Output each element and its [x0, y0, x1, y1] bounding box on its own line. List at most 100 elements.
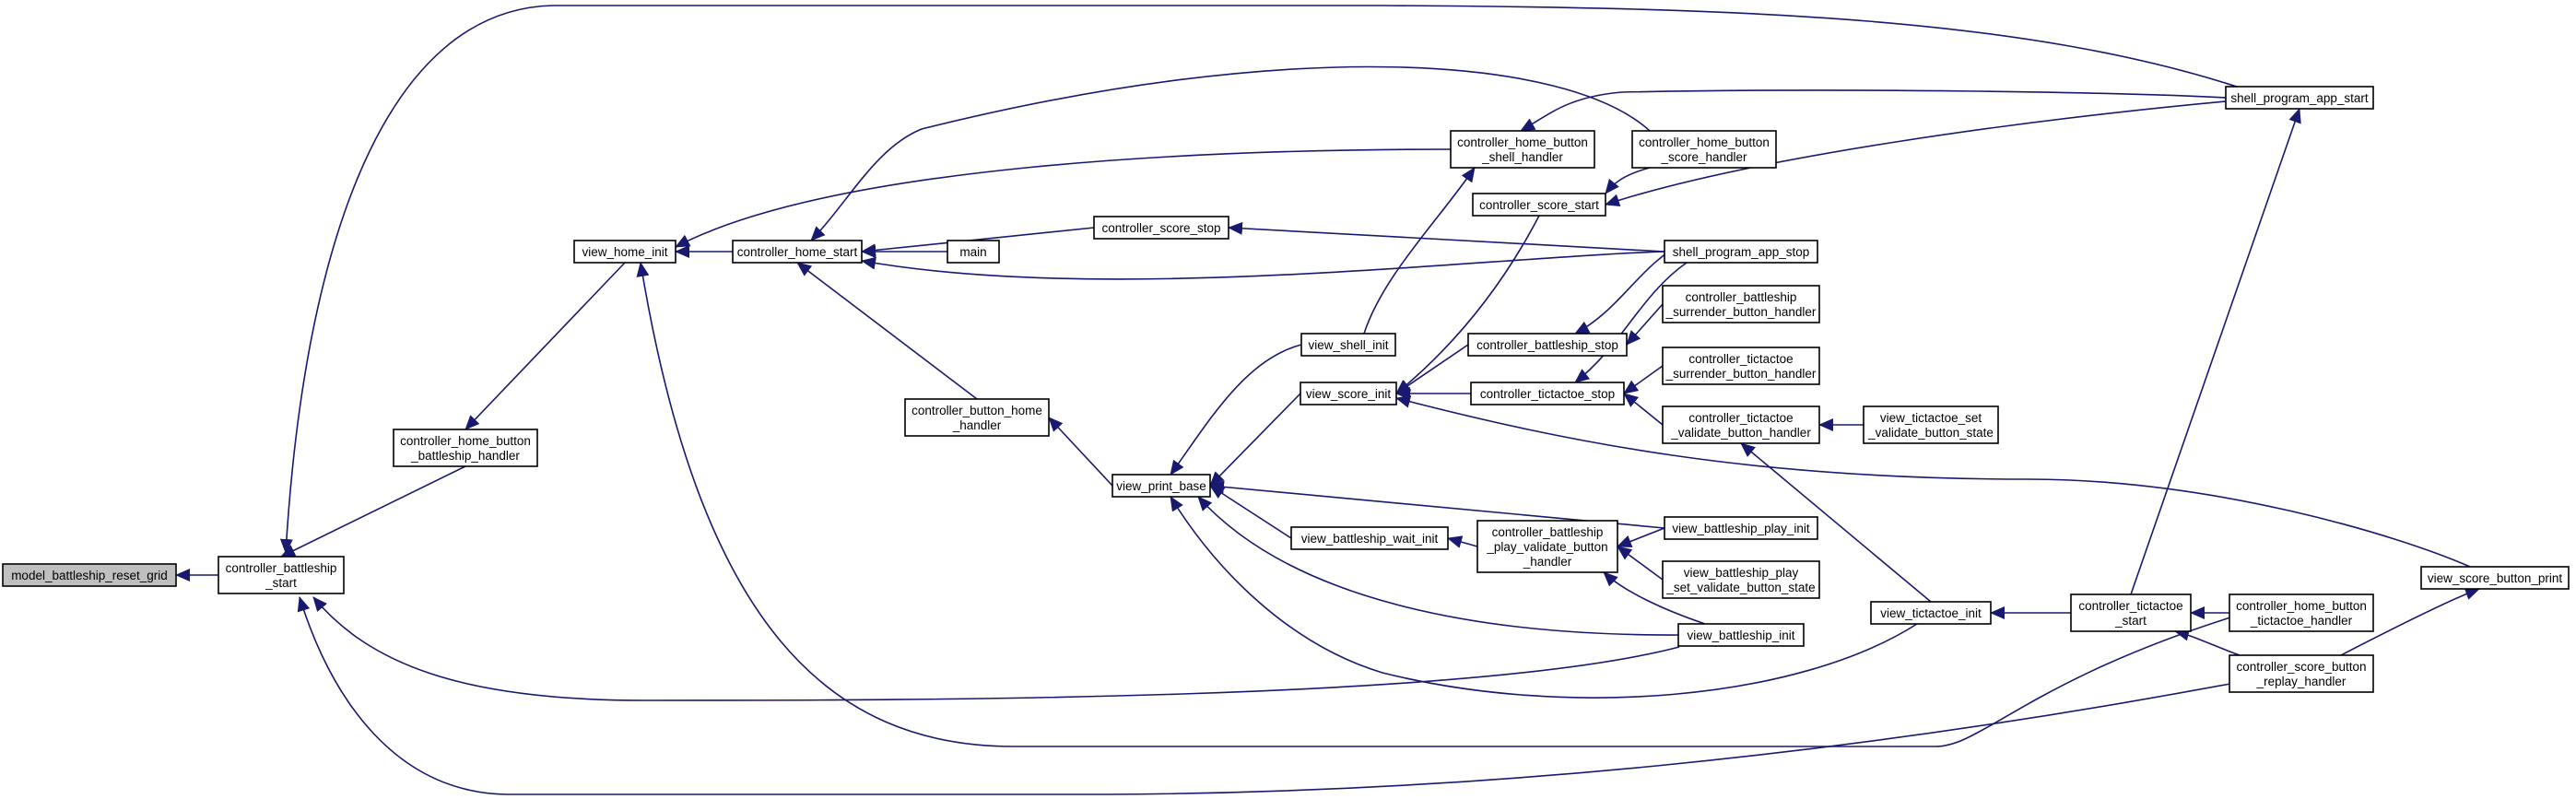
nodes-layer: model_battleship_reset_grid controller_ba…: [2, 86, 2570, 693]
node-label: view_battleship_play_init: [1672, 522, 1810, 535]
node-controller_home_button_tictactoe_handler[interactable]: controller_home_button_tictactoe_handler: [2229, 593, 2374, 632]
node-view_print_base[interactable]: view_print_base: [1112, 474, 1211, 498]
edge-shell_program_app_stop-to-controller_score_stop: [1228, 221, 1665, 253]
node-box: [1662, 405, 1820, 444]
node-box: [1290, 526, 1449, 550]
node-controller_button_home_handler[interactable]: controller_button_home_handler: [904, 398, 1050, 437]
node-label: _replay_handler: [2256, 675, 2347, 688]
node-label: view_battleship_play: [1684, 566, 1799, 580]
node-label: controller_home_button: [1457, 135, 1588, 149]
node-view_home_init[interactable]: view_home_init: [573, 240, 676, 264]
edge-view_home_init-to-controller_home_button_battleship_handler: [465, 262, 626, 430]
edge-controller_score_button_replay_handler-to-controller_tictactoe_start: [2174, 628, 2241, 656]
edge-controller_tictactoe_surrender_button_handler-to-controller_tictactoe_stop: [1623, 365, 1664, 394]
node-label: view_tictactoe_init: [1880, 606, 1982, 620]
node-label: controller_home_button: [2236, 599, 2367, 613]
node-label: _validate_button_handler: [1670, 426, 1811, 440]
edge-controller_home_button_score_handler-to-controller_score_start: [1605, 167, 1651, 194]
edge-view_tictactoe_init-to-controller_tictactoe_validate_button_handler: [1740, 442, 1932, 603]
edge-controller_home_button_tictactoe_handler-to-view_home_init: [636, 262, 2231, 747]
node-shell_program_app_start[interactable]: shell_program_app_start: [2225, 86, 2374, 110]
edge-controller_score_button_replay_handler-to-controller_battleship_start: [297, 596, 2231, 795]
edge-controller_home_button_score_handler-to-controller_home_start: [810, 65, 1651, 241]
node-view_battleship_play_init[interactable]: view_battleship_play_init: [1664, 516, 1818, 540]
node-label: _start: [265, 576, 297, 590]
node-controller_home_start[interactable]: controller_home_start: [732, 240, 863, 264]
node-view_score_init[interactable]: view_score_init: [1300, 382, 1397, 405]
node-view_battleship_init[interactable]: view_battleship_init: [1677, 623, 1805, 647]
edge-controller_home_button_battleship_handler-to-controller_battleship_start: [280, 465, 466, 558]
node-label: controller_tictactoe: [1688, 352, 1793, 366]
node-view_battleship_play_set_validate_button_state[interactable]: view_battleship_play_set_validate_button…: [1662, 560, 1820, 599]
node-label: _start: [2114, 614, 2147, 628]
node-label: view_score_button_print: [2428, 571, 2563, 585]
node-view_battleship_wait_init[interactable]: view_battleship_wait_init: [1290, 526, 1449, 550]
node-view_tictactoe_init[interactable]: view_tictactoe_init: [1870, 601, 1992, 625]
edge-shell_program_app_start-to-controller_home_button_shell_handler: [1520, 89, 2227, 132]
node-label: model_battleship_reset_grid: [11, 569, 168, 582]
edge-view_shell_init-to-controller_home_button_shell_handler: [1363, 167, 1476, 335]
node-controller_score_button_replay_handler[interactable]: controller_score_button_replay_handler: [2229, 654, 2374, 693]
node-box: [1662, 347, 1820, 385]
node-label: shell_program_app_stop: [1673, 245, 1810, 259]
node-controller_tictactoe_validate_button_handler[interactable]: controller_tictactoe_validate_button_han…: [1662, 405, 1820, 444]
edge-controller_battleship_stop-to-view_score_init: [1395, 344, 1469, 394]
node-main[interactable]: main: [947, 240, 1000, 264]
edge-controller_score_start-to-view_score_init: [1395, 215, 1540, 394]
node-box: [1450, 130, 1595, 169]
node-box: [218, 556, 345, 594]
node-label: _handler: [952, 418, 1002, 432]
edge-view_battleship_play_init-to-controller_battleship_play_validate_button_handler: [1617, 527, 1665, 548]
node-label: _score_handler: [1660, 150, 1747, 164]
edge-view_score_init-to-view_print_base: [1209, 393, 1301, 487]
node-box: [1631, 130, 1777, 169]
node-controller_tictactoe_surrender_button_handler[interactable]: controller_tictactoe_surrender_button_ha…: [1662, 347, 1820, 385]
node-shell_program_app_stop[interactable]: shell_program_app_stop: [1664, 240, 1818, 264]
node-view_shell_init[interactable]: view_shell_init: [1300, 333, 1396, 357]
node-label: controller_home_button: [1639, 135, 1770, 149]
node-label: controller_tictactoe_stop: [1480, 387, 1615, 401]
edge-controller_score_button_replay_handler-to-view_score_button_print: [2340, 587, 2480, 656]
node-label: view_shell_init: [1308, 338, 1388, 352]
node-label: controller_score_stop: [1101, 221, 1220, 235]
node-controller_home_button_score_handler[interactable]: controller_home_button_score_handler: [1631, 130, 1777, 169]
node-box: [1664, 516, 1818, 540]
node-controller_tictactoe_stop[interactable]: controller_tictactoe_stop: [1470, 382, 1625, 405]
node-controller_battleship_start[interactable]: controller_battleship_start: [218, 556, 345, 594]
node-box: [1870, 601, 1992, 625]
node-label: controller_button_home: [912, 404, 1042, 417]
node-controller_battleship_surrender_button_handler[interactable]: controller_battleship_surrender_button_h…: [1662, 285, 1820, 323]
node-model_battleship_reset_grid[interactable]: model_battleship_reset_grid: [2, 563, 177, 587]
node-label: controller_score_start: [1479, 198, 1599, 212]
node-controller_tictactoe_start[interactable]: controller_tictactoe_start: [2070, 593, 2192, 632]
edge-view_battleship_init-to-view_print_base: [1197, 496, 1679, 636]
node-controller_score_stop[interactable]: controller_score_stop: [1093, 216, 1229, 240]
node-label: main: [959, 245, 986, 259]
node-view_score_button_print[interactable]: view_score_button_print: [2420, 566, 2570, 590]
edge-view_battleship_wait_init-to-view_print_base: [1209, 485, 1292, 539]
node-controller_home_button_shell_handler[interactable]: controller_home_button_shell_handler: [1450, 130, 1595, 169]
node-label: view_score_init: [1306, 387, 1392, 401]
edge-controller_home_button_shell_handler-to-view_home_init: [675, 148, 1452, 248]
edge-controller_battleship_play_validate_button_handler-to-view_battleship_wait_init: [1447, 535, 1478, 548]
node-box: [1300, 382, 1397, 405]
edge-view_battleship_init-to-controller_battleship_play_validate_button_handler: [1603, 571, 1706, 625]
node-box: [1112, 474, 1211, 498]
edge-shell_program_app_stop-to-controller_home_start: [861, 251, 1665, 280]
node-controller_battleship_play_validate_button_handler[interactable]: controller_battleship_play_validate_butt…: [1476, 520, 1618, 573]
node-controller_battleship_stop[interactable]: controller_battleship_stop: [1467, 333, 1628, 357]
node-box: [2229, 654, 2374, 693]
edge-controller_tictactoe_start-to-shell_program_app_start: [2130, 108, 2301, 595]
node-box: [1863, 405, 1999, 444]
edge-controller_tictactoe_validate_button_handler-to-controller_tictactoe_stop: [1623, 393, 1664, 426]
node-view_tictactoe_set_validate_button_state[interactable]: view_tictactoe_set_validate_button_state: [1863, 405, 1999, 444]
node-box: [947, 240, 1000, 264]
node-box: [1467, 333, 1628, 357]
node-label: _surrender_button_handler: [1665, 305, 1817, 319]
node-box: [1664, 240, 1818, 264]
node-box: [1476, 520, 1618, 573]
node-controller_score_start[interactable]: controller_score_start: [1472, 193, 1606, 217]
node-controller_home_button_battleship_handler[interactable]: controller_home_button_battleship_handle…: [393, 429, 538, 467]
node-box: [1093, 216, 1229, 240]
